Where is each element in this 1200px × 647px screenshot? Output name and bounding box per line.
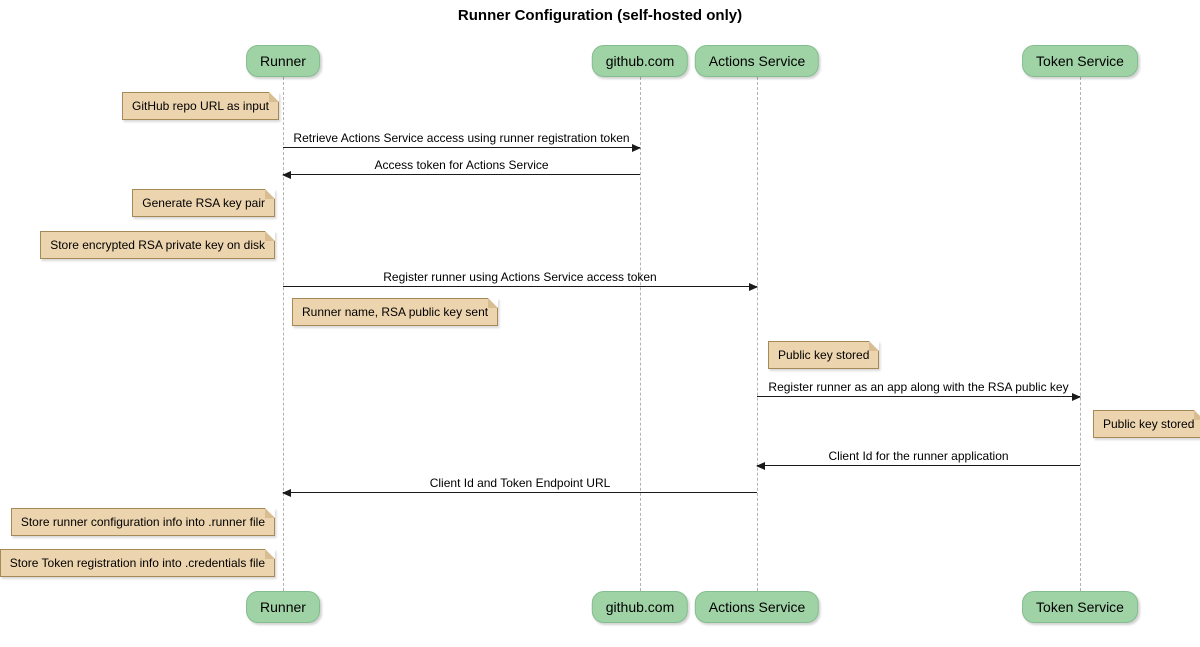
sequence-message: Access token for Actions Service bbox=[282, 158, 640, 179]
diagram-title: Runner Configuration (self-hosted only) bbox=[457, 7, 743, 24]
message-line bbox=[757, 465, 1080, 466]
message-label: Client Id for the runner application bbox=[828, 449, 1009, 463]
participant-github-bottom: github.com bbox=[591, 591, 689, 623]
arrowhead-icon bbox=[1072, 393, 1081, 401]
arrowhead-icon bbox=[756, 462, 765, 470]
note: Store runner configuration info into .ru… bbox=[10, 508, 276, 536]
arrowhead-icon bbox=[282, 489, 291, 497]
lifeline-runner bbox=[283, 77, 284, 591]
message-label: Retrieve Actions Service access using ru… bbox=[293, 131, 630, 145]
message-line bbox=[283, 147, 640, 148]
arrowhead-icon bbox=[282, 171, 291, 179]
arrowhead-icon bbox=[632, 144, 641, 152]
participant-runner-top: Runner bbox=[246, 45, 320, 77]
participant-actions-service-bottom: Actions Service bbox=[694, 591, 820, 623]
note: Generate RSA key pair bbox=[132, 189, 275, 217]
sequence-message: Register runner using Actions Service ac… bbox=[283, 270, 758, 291]
lifeline-actions-service bbox=[757, 77, 758, 591]
note: Store Token registration info into .cred… bbox=[0, 549, 276, 577]
message-label: Client Id and Token Endpoint URL bbox=[429, 476, 611, 490]
participant-runner-bottom: Runner bbox=[246, 591, 320, 623]
sequence-message: Client Id for the runner application bbox=[756, 449, 1080, 470]
sequence-message: Retrieve Actions Service access using ru… bbox=[283, 131, 641, 152]
sequence-message: Client Id and Token Endpoint URL bbox=[282, 476, 757, 497]
message-line bbox=[757, 396, 1080, 397]
lifeline-token-service bbox=[1080, 77, 1081, 591]
note: Runner name, RSA public key sent bbox=[292, 298, 499, 326]
message-label: Access token for Actions Service bbox=[374, 158, 549, 172]
message-line bbox=[283, 174, 640, 175]
note: Public key stored bbox=[768, 341, 880, 369]
message-label: Register runner as an app along with the… bbox=[768, 380, 1069, 394]
lifeline-github bbox=[640, 77, 641, 591]
participant-actions-service-top: Actions Service bbox=[694, 45, 820, 77]
arrowhead-icon bbox=[749, 283, 758, 291]
note: GitHub repo URL as input bbox=[122, 92, 279, 120]
participant-token-service-top: Token Service bbox=[1022, 45, 1138, 77]
note: Public key stored bbox=[1093, 410, 1200, 438]
participant-github-top: github.com bbox=[591, 45, 689, 77]
message-line bbox=[283, 286, 757, 287]
message-line bbox=[283, 492, 757, 493]
participant-token-service-bottom: Token Service bbox=[1022, 591, 1138, 623]
note: Store encrypted RSA private key on disk bbox=[40, 231, 275, 259]
sequence-message: Register runner as an app along with the… bbox=[757, 380, 1081, 401]
message-label: Register runner using Actions Service ac… bbox=[383, 270, 657, 284]
